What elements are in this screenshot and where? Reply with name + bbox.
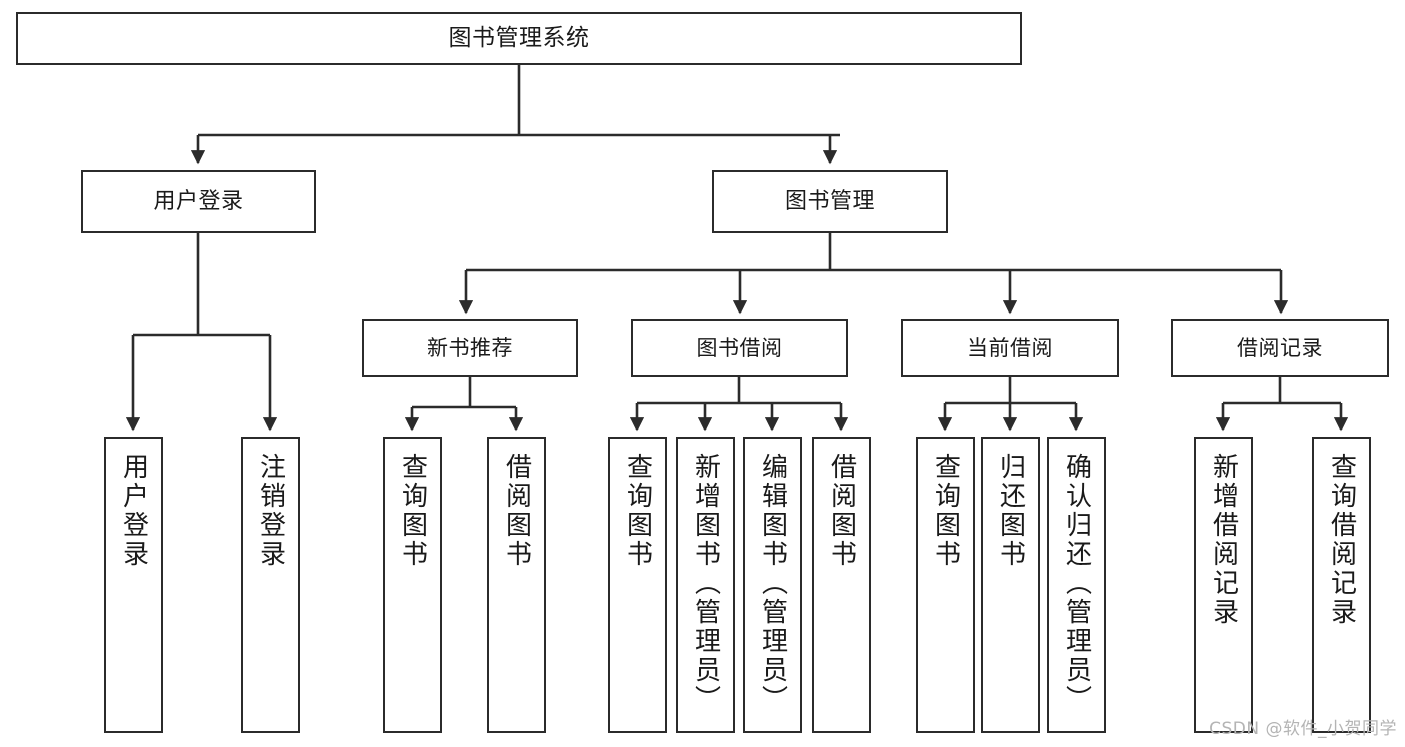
leaf-user-login[interactable]: 用户登录 xyxy=(104,437,163,733)
leaf-query-book-recommend[interactable]: 查询图书 xyxy=(383,437,442,733)
node-borrow-record-label: 借阅记录 xyxy=(1237,335,1323,360)
leaf-return-book-label: 归还图书 xyxy=(995,453,1026,569)
leaf-logout[interactable]: 注销登录 xyxy=(241,437,300,733)
node-root-label: 图书管理系统 xyxy=(448,25,590,52)
node-user-login[interactable]: 用户登录 xyxy=(81,170,316,233)
node-book-borrow[interactable]: 图书借阅 xyxy=(631,319,848,377)
leaf-query-borrow-record-label: 查询借阅记录 xyxy=(1326,453,1357,627)
leaf-confirm-return-admin-label: 确认归还（管理员） xyxy=(1061,453,1092,714)
leaf-return-book[interactable]: 归还图书 xyxy=(981,437,1040,733)
node-new-book-recommend[interactable]: 新书推荐 xyxy=(362,319,578,377)
leaf-confirm-return-admin[interactable]: 确认归还（管理员） xyxy=(1047,437,1106,733)
csdn-watermark: CSDN @软件_小贺同学 xyxy=(1209,719,1397,739)
leaf-borrow-book[interactable]: 借阅图书 xyxy=(812,437,871,733)
node-borrow-record[interactable]: 借阅记录 xyxy=(1171,319,1389,377)
node-root[interactable]: 图书管理系统 xyxy=(16,12,1022,65)
leaf-add-book-admin-label: 新增图书（管理员） xyxy=(690,453,721,714)
leaf-logout-label: 注销登录 xyxy=(255,453,286,569)
leaf-query-book-current[interactable]: 查询图书 xyxy=(916,437,975,733)
node-new-book-recommend-label: 新书推荐 xyxy=(427,335,513,360)
node-user-login-label: 用户登录 xyxy=(153,188,244,214)
leaf-user-login-label: 用户登录 xyxy=(118,453,149,569)
leaf-query-book-borrow[interactable]: 查询图书 xyxy=(608,437,667,733)
leaf-edit-book-admin[interactable]: 编辑图书（管理员） xyxy=(743,437,802,733)
node-book-management-label: 图书管理 xyxy=(784,188,875,214)
leaf-edit-book-admin-label: 编辑图书（管理员） xyxy=(757,453,788,714)
node-book-borrow-label: 图书借阅 xyxy=(696,335,783,360)
node-current-borrow[interactable]: 当前借阅 xyxy=(901,319,1119,377)
leaf-add-book-admin[interactable]: 新增图书（管理员） xyxy=(676,437,735,733)
leaf-borrow-book-recommend[interactable]: 借阅图书 xyxy=(487,437,546,733)
leaf-query-book-borrow-label: 查询图书 xyxy=(622,453,653,569)
leaf-query-book-current-label: 查询图书 xyxy=(930,453,961,569)
leaf-borrow-book-label: 借阅图书 xyxy=(826,453,857,569)
leaf-query-borrow-record[interactable]: 查询借阅记录 xyxy=(1312,437,1371,733)
leaf-borrow-book-recommend-label: 借阅图书 xyxy=(501,453,532,569)
leaf-add-borrow-record-label: 新增借阅记录 xyxy=(1208,453,1239,627)
node-book-management[interactable]: 图书管理 xyxy=(712,170,948,233)
leaf-query-book-recommend-label: 查询图书 xyxy=(397,453,428,569)
node-current-borrow-label: 当前借阅 xyxy=(967,335,1053,360)
leaf-add-borrow-record[interactable]: 新增借阅记录 xyxy=(1194,437,1253,733)
